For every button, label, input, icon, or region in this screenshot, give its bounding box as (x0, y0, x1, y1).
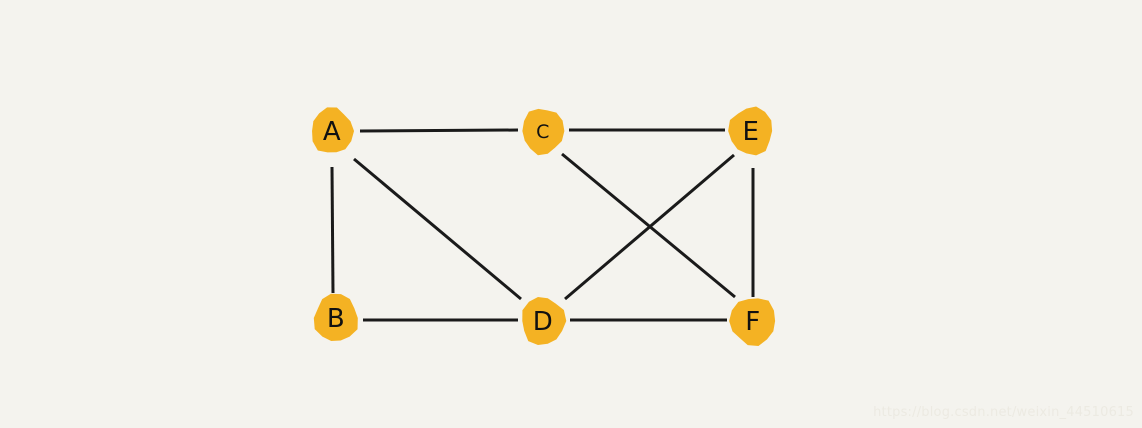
graph-edge-a-b (330, 166, 335, 294)
node-circle-e (728, 106, 773, 156)
nodes-group: A C E B D F (312, 106, 776, 346)
node-label-e: E (743, 117, 760, 147)
node-circle-a (312, 107, 355, 153)
graph-edge-d-e (564, 153, 735, 301)
graph-node-f[interactable]: F (729, 298, 776, 346)
graph-node-d[interactable]: D (522, 296, 567, 345)
node-circle-c (522, 108, 565, 156)
node-label-f: F (745, 307, 760, 337)
graph-node-a[interactable]: A (312, 107, 355, 153)
node-label-c: C (536, 121, 550, 143)
graph-node-e[interactable]: E (728, 106, 773, 156)
graph-node-c[interactable]: C (522, 108, 565, 156)
node-circle-f (729, 298, 776, 346)
graph-edge-a-c (359, 128, 519, 133)
graph-edge-a-d (353, 157, 522, 301)
node-label-b: B (327, 304, 345, 334)
edges-group (330, 128, 755, 322)
graph-edge-c-f (561, 152, 736, 299)
node-label-d: D (533, 307, 554, 337)
node-label-a: A (323, 117, 341, 147)
node-circle-b (313, 293, 358, 341)
node-circle-d (522, 296, 567, 345)
graph-node-b[interactable]: B (313, 293, 358, 341)
watermark-text: https://blog.csdn.net/weixin_44510615 (873, 405, 1134, 420)
